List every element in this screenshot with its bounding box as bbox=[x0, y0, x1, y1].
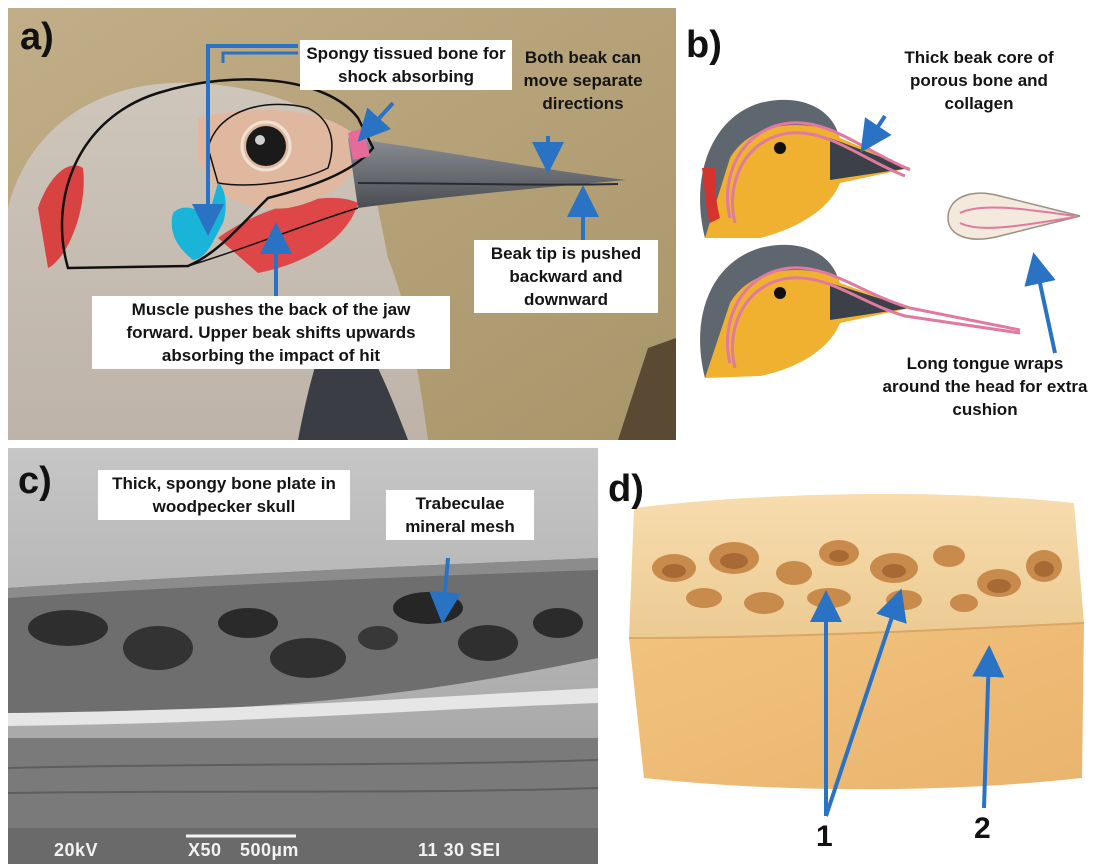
label-number-1: 1 bbox=[816, 820, 833, 854]
panel-d: d) 1 2 bbox=[604, 448, 1096, 864]
label-bone-plate: Thick, spongy bone plate in woodpecker s… bbox=[98, 470, 350, 520]
panel-label-c: c) bbox=[18, 462, 52, 500]
panel-b: b) Thick beak core of porous bone and co… bbox=[680, 8, 1096, 440]
panel-c: c) Thick, spongy bone plate in woodpecke… bbox=[8, 448, 598, 864]
panel-label-d: d) bbox=[608, 470, 644, 508]
label-beak-tip: Beak tip is pushed backward and downward bbox=[474, 240, 658, 313]
skull-top-view-icon bbox=[948, 193, 1080, 239]
panel-label-b: b) bbox=[686, 26, 722, 64]
label-tongue: Long tongue wraps around the head for ex… bbox=[880, 352, 1090, 421]
label-trabeculae: Trabeculae mineral mesh bbox=[386, 490, 534, 540]
label-spongy-bone: Spongy tissued bone for shock absorbing bbox=[300, 40, 512, 90]
label-beak-core: Thick beak core of porous bone and colla… bbox=[894, 46, 1064, 115]
sem-magnification: X50 bbox=[188, 840, 222, 861]
panel-a: a) Spongy tissued bone for shock absorbi… bbox=[8, 8, 676, 440]
sem-scale: 500µm bbox=[240, 840, 299, 861]
label-number-2: 2 bbox=[974, 812, 991, 846]
sem-voltage: 20kV bbox=[54, 840, 98, 861]
label-beak-directions: Both beak can move separate directions bbox=[508, 46, 658, 115]
label-muscle: Muscle pushes the back of the jaw forwar… bbox=[92, 296, 450, 369]
panel-label-a: a) bbox=[20, 18, 54, 56]
woodpecker-head-closed-icon bbox=[700, 100, 910, 238]
spongy-bone-block-illustration bbox=[604, 448, 1096, 864]
sem-info: 11 30 SEI bbox=[418, 840, 501, 861]
